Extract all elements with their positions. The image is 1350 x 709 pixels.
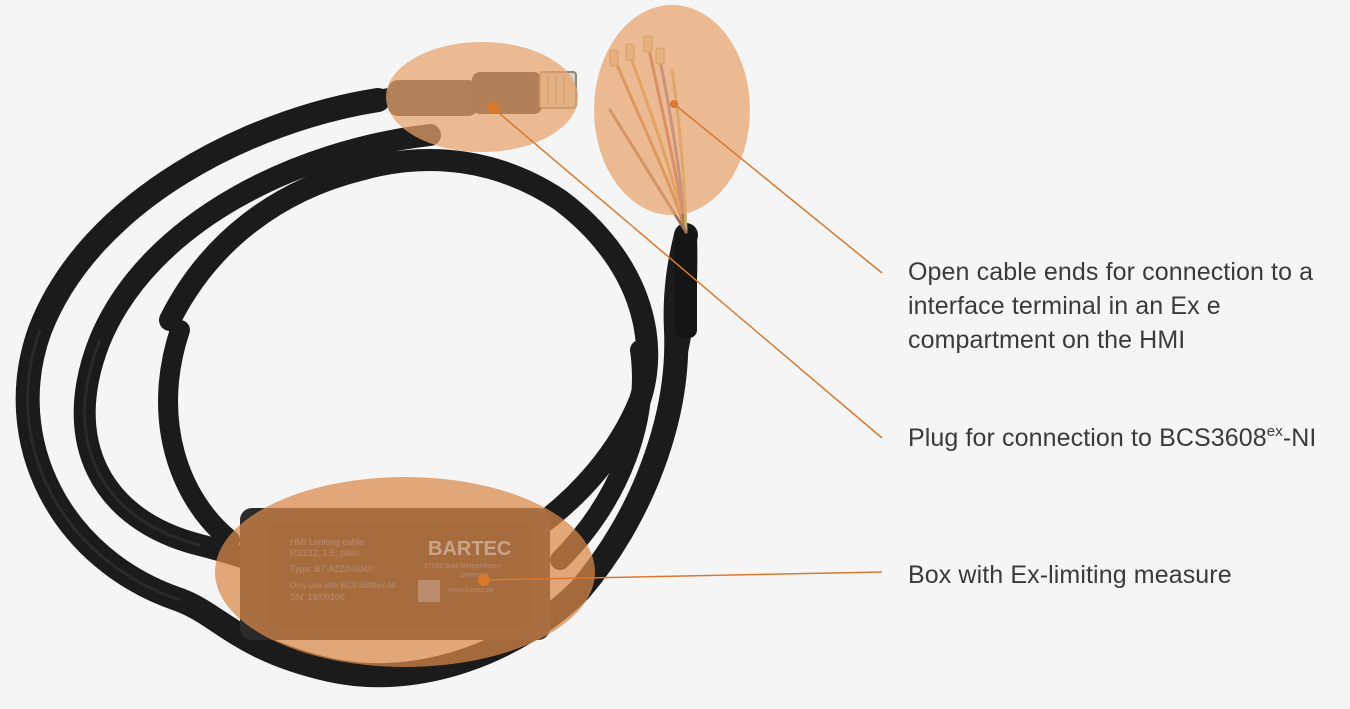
label-line-1: HMI Limiting cable — [290, 537, 364, 547]
datamatrix-code — [418, 580, 440, 602]
leader-dot-plug — [487, 102, 499, 114]
leader-dot-open-ends — [670, 100, 678, 108]
heat-shrink-sleeve — [675, 228, 697, 338]
cable-highlight-2 — [83, 339, 201, 547]
callout-plug-prefix: Plug for connection to BCS3608 — [908, 424, 1267, 452]
leader-open-ends — [673, 103, 883, 274]
cable-shading — [26, 329, 201, 602]
callout-plug: Plug for connection to BCS3608ex-NI — [908, 421, 1338, 455]
leader-dots — [478, 100, 678, 586]
callout-open-cable-ends: Open cable ends for connection to a inte… — [908, 258, 1314, 354]
label-line-5: SN: 18/00106 — [290, 592, 345, 602]
label-web: www.bartec.de — [447, 587, 494, 594]
callout-plug-suffix: -NI — [1282, 424, 1317, 452]
callout-limiting-box: Box with Ex-limiting measure — [908, 561, 1232, 589]
label-line-4: Only use with BCS 3608ex-NI — [290, 581, 396, 590]
highlight-open-ends — [594, 5, 750, 215]
leader-dot-box — [478, 574, 490, 586]
leader-plug — [492, 107, 883, 439]
label-line-2: RS232; 1.5; plain — [290, 548, 359, 558]
leader-lines — [483, 103, 883, 581]
highlight-box — [215, 477, 595, 667]
cable-loop-outer — [15, 88, 698, 688]
highlights — [215, 5, 750, 667]
callout-plug-superscript: ex — [1266, 422, 1283, 440]
leader-box — [483, 571, 883, 581]
box-printed-label: HMI Limiting cable RS232; 1.5; plain Typ… — [290, 537, 511, 602]
cable-highlight-1 — [26, 329, 181, 602]
brand-logo: BARTEC — [428, 538, 511, 560]
label-address-1: 97980 Bad Mergentheim — [424, 563, 501, 570]
highlight-plug — [386, 42, 578, 152]
label-address-2: Germany — [460, 572, 489, 579]
label-line-3: Type: B7-A2Z0-0040 — [290, 564, 373, 574]
